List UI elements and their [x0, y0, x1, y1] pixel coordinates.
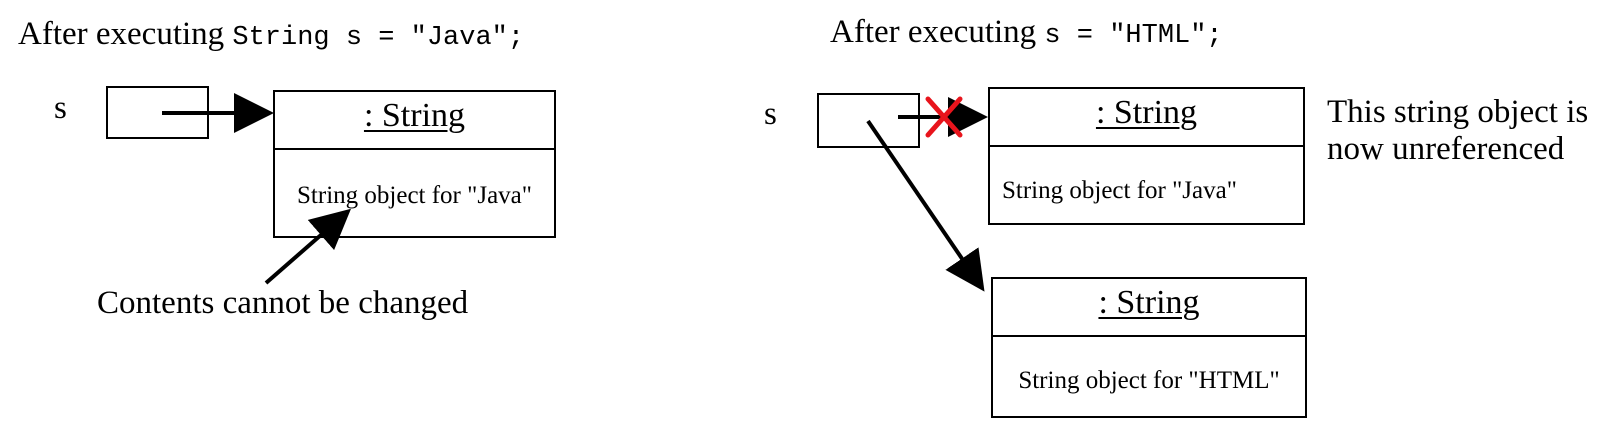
new-object-title: : String	[1098, 284, 1200, 321]
old-object-body: String object for "Java"	[1002, 177, 1237, 204]
unreferenced-annotation-line2: now unreferenced	[1327, 131, 1565, 167]
old-object-divider	[990, 145, 1303, 147]
unreferenced-annotation-line1: This string object is	[1327, 94, 1589, 130]
left-variable-label: s	[54, 90, 67, 126]
old-string-object: : String String object for "Java"	[988, 87, 1305, 225]
left-object-title: : String	[363, 97, 466, 134]
new-object-divider	[993, 335, 1305, 337]
left-caption: After executing String s = "Java";	[18, 14, 524, 58]
left-annotation: Contents cannot be changed	[97, 285, 469, 321]
left-object-body: String object for "Java"	[297, 182, 532, 209]
left-caption-code: String s = "Java";	[232, 23, 525, 53]
right-caption-prefix: After executing	[830, 14, 1045, 50]
left-object-divider	[275, 148, 554, 150]
right-caption-code: s = "HTML";	[1044, 21, 1223, 51]
right-caption: After executing s = "HTML";	[830, 12, 1223, 56]
right-reference-box	[817, 93, 920, 148]
unreferenced-annotation: This string object is now unreferenced	[1327, 94, 1588, 168]
right-variable-label: s	[764, 96, 777, 132]
cross-mark	[925, 96, 963, 138]
new-object-body: String object for "HTML"	[1018, 367, 1280, 394]
annotation-arrow	[264, 208, 352, 285]
left-caption-prefix: After executing	[18, 16, 233, 52]
new-string-object: : String String object for "HTML"	[991, 277, 1307, 418]
old-object-title: : String	[1095, 94, 1198, 131]
new-reference-arrow	[866, 119, 985, 292]
